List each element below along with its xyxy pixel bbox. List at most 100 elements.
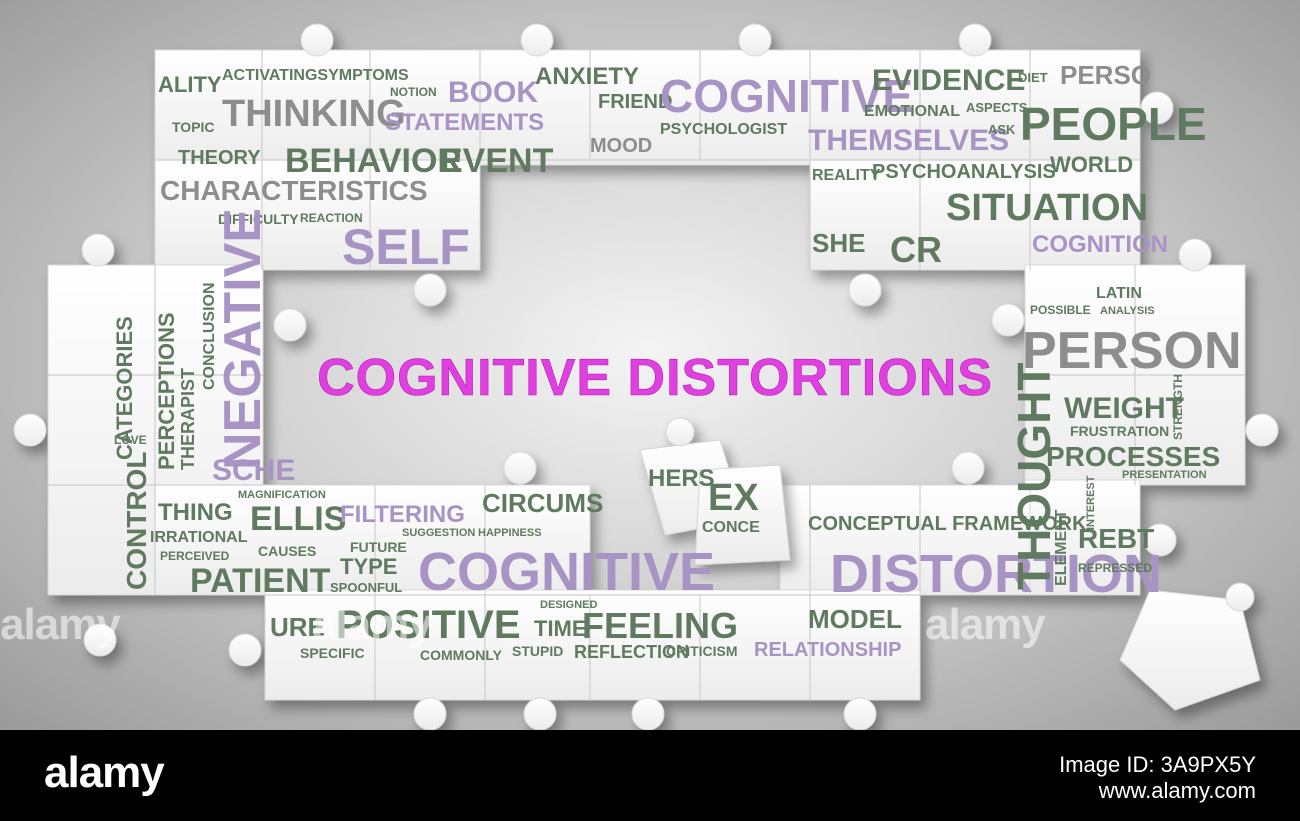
puzzle-word: SPOONFUL xyxy=(330,580,402,595)
puzzle-word: CHARACTERISTICS xyxy=(160,175,428,206)
puzzle-word: THEMSELVES xyxy=(808,124,1009,157)
puzzle-word: CIRCUMS xyxy=(482,488,603,518)
puzzle-word: ALITY xyxy=(158,72,222,97)
image-id-label: Image ID: 3A9PX5Y xyxy=(1059,752,1256,777)
puzzle-word: EX xyxy=(708,477,759,519)
puzzle-word: ELLIS xyxy=(250,500,346,538)
puzzle-word: PATIENT xyxy=(190,562,331,600)
puzzle-piece-right-lower xyxy=(1024,479,1141,596)
puzzle-word: EMOTIONAL xyxy=(864,103,960,120)
puzzle-word: WORLD xyxy=(1050,152,1133,177)
puzzle-word: ELEMENT xyxy=(1053,509,1070,586)
puzzle-piece-top-band xyxy=(154,49,1141,166)
puzzle-word: LATIN xyxy=(1096,285,1142,302)
puzzle-word: TOPIC xyxy=(172,119,215,135)
puzzle-word: IRRATIONAL xyxy=(150,529,248,546)
puzzle-word: SPECIFIC xyxy=(300,645,365,661)
puzzle-word: PSYCHOLOGIST xyxy=(660,121,787,138)
puzzle-word: NOTION xyxy=(390,85,437,99)
puzzle-piece-bottom-right xyxy=(779,484,1031,596)
site-url: www.alamy.com xyxy=(1098,778,1256,803)
puzzle-word: DIFFICULTY xyxy=(218,211,299,227)
photo-scene: ALITY ACTIVATINGSYMPTOMS NOTION BOOK ANX… xyxy=(0,0,1300,730)
puzzle-word: STRENGTH xyxy=(1171,374,1185,440)
puzzle-word: PSYCHOANALYSIS xyxy=(872,161,1056,183)
puzzle-word: CONCE xyxy=(702,519,760,536)
image-id-info: Image ID: 3A9PX5Y www.alamy.com xyxy=(1059,752,1256,804)
jigsaw-puzzle: ALITY ACTIVATINGSYMPTOMS NOTION BOOK ANX… xyxy=(13,23,1279,730)
puzzle-word: COMMONLY xyxy=(420,647,503,663)
puzzle-piece-bottom-left xyxy=(154,484,591,596)
puzzle-word: CONCEPTUAL FRAMEWORK xyxy=(808,513,1087,535)
puzzle-word: URE xyxy=(270,612,325,642)
puzzle-word: CAUSES xyxy=(258,543,316,559)
puzzle-word: EVIDENCE xyxy=(872,64,1025,97)
puzzle-word: BEHAVIOR xyxy=(285,142,462,180)
puzzle-word: CR xyxy=(890,229,942,270)
watermark-text: alamy xyxy=(312,600,433,649)
puzzle-word: HERS xyxy=(648,465,715,492)
puzzle-word: WEIGHT xyxy=(1064,392,1184,425)
puzzle-word: POSSIBLE xyxy=(1030,303,1091,317)
puzzle-word: EVENT xyxy=(440,142,554,180)
puzzle-word: ACTIVATINGSYMPTOMS xyxy=(222,67,409,84)
brand-logo: alamy xyxy=(44,748,165,797)
puzzle-word: REBT xyxy=(1078,523,1154,554)
loose-piece-corner xyxy=(1119,589,1261,711)
puzzle-word: PROCESSES xyxy=(1046,441,1220,472)
puzzle-word: STATEMENTS xyxy=(385,109,544,136)
puzzle-word: ASPECTS xyxy=(966,100,1028,115)
puzzle-word: INTEREST xyxy=(1085,475,1097,530)
puzzle-word: THERAPIST xyxy=(178,368,198,470)
puzzle-piece-bottom-band xyxy=(264,589,921,701)
puzzle-word: REPRESSED xyxy=(1078,561,1152,575)
puzzle-word: SUGGESTION xyxy=(402,527,475,539)
puzzle-word: SITUATION xyxy=(946,187,1148,229)
puzzle-word: FEELING xyxy=(582,605,738,646)
puzzle-word: NEGATIVE xyxy=(214,208,272,470)
puzzle-word: CONCLUSION xyxy=(201,282,218,390)
watermark-text: alamy xyxy=(925,600,1046,649)
puzzle-seams xyxy=(48,50,1245,700)
puzzle-word: PERSO xyxy=(1060,60,1151,90)
puzzle-piece-top-left xyxy=(154,159,481,271)
puzzle-word: TYPE xyxy=(340,554,397,579)
puzzle-knobs xyxy=(13,23,1279,730)
puzzle-word: TIME xyxy=(534,616,587,641)
puzzle-word: SELF xyxy=(342,219,470,275)
puzzle-word: DESIGNED xyxy=(540,599,598,611)
puzzle-word: ANXIETY xyxy=(535,63,639,90)
puzzle-word: THOUGHT xyxy=(1008,363,1060,590)
puzzle-word: BOOK xyxy=(448,76,538,109)
puzzle-word: REFLECTION xyxy=(574,642,689,662)
puzzle-word: CATEGORIES xyxy=(112,316,137,460)
puzzle-word: PERCEPTIONS xyxy=(154,312,179,470)
puzzle-word: FRUSTRATION xyxy=(1070,423,1169,439)
loose-piece-ex xyxy=(694,464,791,566)
puzzle-word: THEORY xyxy=(178,147,261,169)
watermark-text: alamy xyxy=(0,600,121,649)
puzzle-word: PEOPLE xyxy=(1020,98,1207,150)
footer-bar: alamy Image ID: 3A9PX5Y www.alamy.com xyxy=(0,730,1300,821)
puzzle-word: MAGNIFICATION xyxy=(238,489,326,501)
puzzle-word: CONTROL xyxy=(121,452,152,590)
puzzle-word: MOOD xyxy=(590,135,652,157)
puzzle-word: DISTORTION xyxy=(830,544,1162,604)
puzzle-word: ASK xyxy=(988,122,1016,137)
puzzle-word: FILTERING xyxy=(340,501,465,528)
puzzle-word: SHE xyxy=(812,228,865,258)
puzzle-word: ANALYSIS xyxy=(1100,305,1155,317)
puzzle-word: STUPID xyxy=(512,643,563,659)
puzzle-word: THING xyxy=(158,499,233,526)
puzzle-word: REALITY xyxy=(812,167,881,184)
puzzle-word: FUTURE xyxy=(350,539,407,555)
puzzle-word: REACTION xyxy=(300,211,363,225)
puzzle-word: DIET xyxy=(1018,70,1048,85)
puzzle-word: COGNITION xyxy=(1032,231,1168,258)
puzzle-word: CRITICISM xyxy=(666,643,738,659)
puzzle-word: THINKING xyxy=(222,93,406,135)
puzzle-word: COGNITIVE xyxy=(418,542,715,602)
puzzle-word: PRESENTATION xyxy=(1122,469,1207,481)
puzzle-word: HAPPINESS xyxy=(478,527,542,539)
puzzle-word: SCHE xyxy=(212,454,295,487)
